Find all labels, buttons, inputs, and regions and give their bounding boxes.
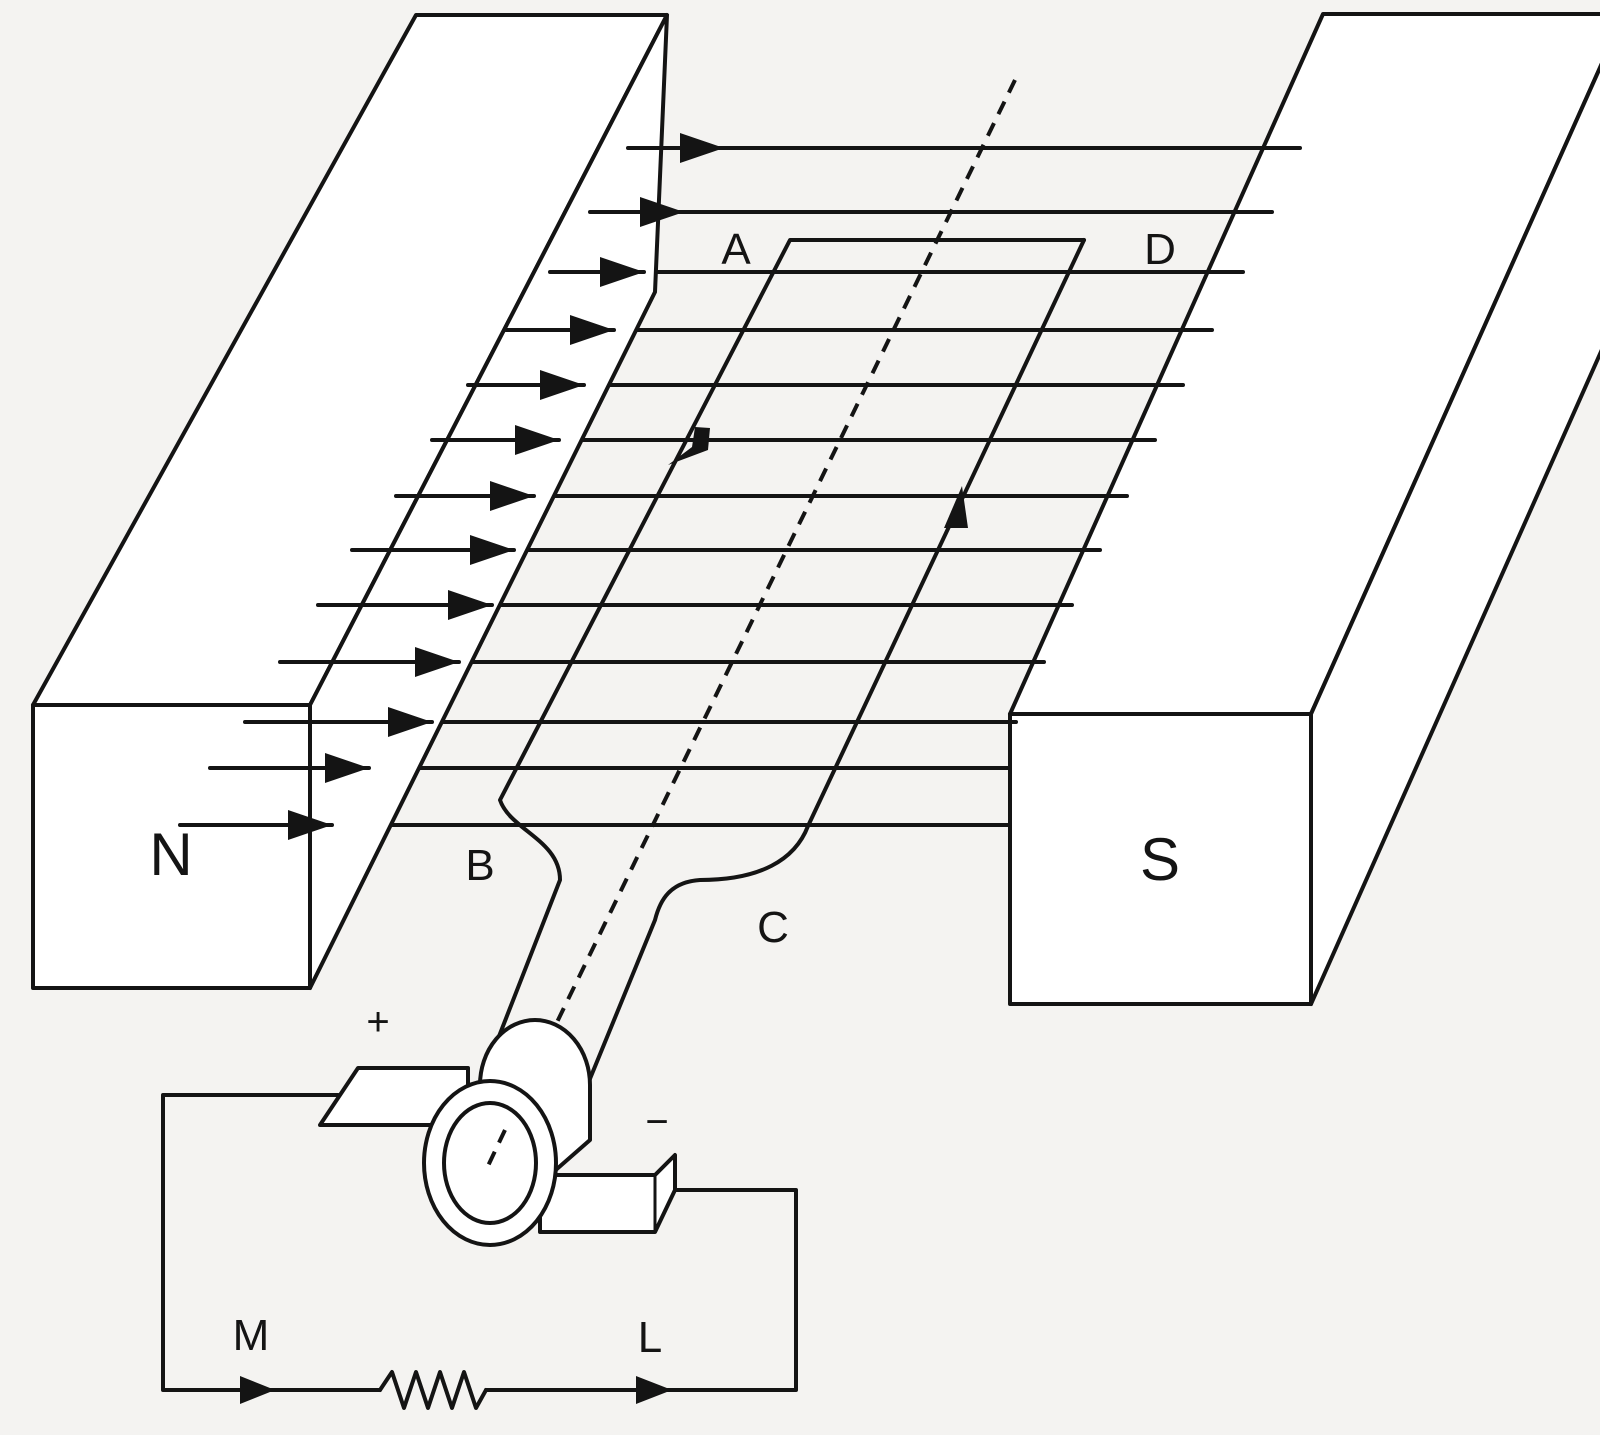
- rotation-axis-line: [488, 79, 1017, 1161]
- south-magnet: S: [1008, 12, 1600, 1006]
- magnetic-field-lines-front: [178, 133, 726, 840]
- coil-outer-wire: [478, 238, 1086, 1087]
- north-magnet-front-face: [31, 703, 312, 990]
- coil-label-b: B: [465, 841, 494, 890]
- positive-sign: +: [366, 1000, 389, 1044]
- negative-sign: −: [645, 1100, 668, 1144]
- south-magnet-front-face: [1008, 712, 1313, 1006]
- current-arrow-m: [240, 1376, 275, 1404]
- coil-current-arrow-ab: [668, 427, 710, 465]
- load-resistor: [378, 1370, 488, 1410]
- armature-coil: [478, 238, 1086, 1110]
- south-pole-label: S: [1140, 826, 1180, 893]
- circuit-label-m: M: [233, 1311, 270, 1360]
- north-magnet: N: [31, 13, 669, 990]
- coil-label-d: D: [1144, 225, 1176, 274]
- circuit-label-l: L: [638, 1313, 662, 1362]
- coil-label-a: A: [721, 225, 751, 274]
- rotation-axis-end: [485, 1129, 507, 1169]
- coil-inner-wire: [576, 238, 1086, 1110]
- current-arrow-l: [636, 1376, 672, 1404]
- coil-label-c: C: [757, 903, 789, 952]
- external-circuit: M L: [161, 1093, 798, 1410]
- coil-current-arrow-cd: [944, 486, 968, 528]
- commutator-assembly: + −: [318, 1000, 677, 1247]
- north-pole-label: N: [149, 821, 192, 888]
- positive-brush: [318, 1066, 470, 1127]
